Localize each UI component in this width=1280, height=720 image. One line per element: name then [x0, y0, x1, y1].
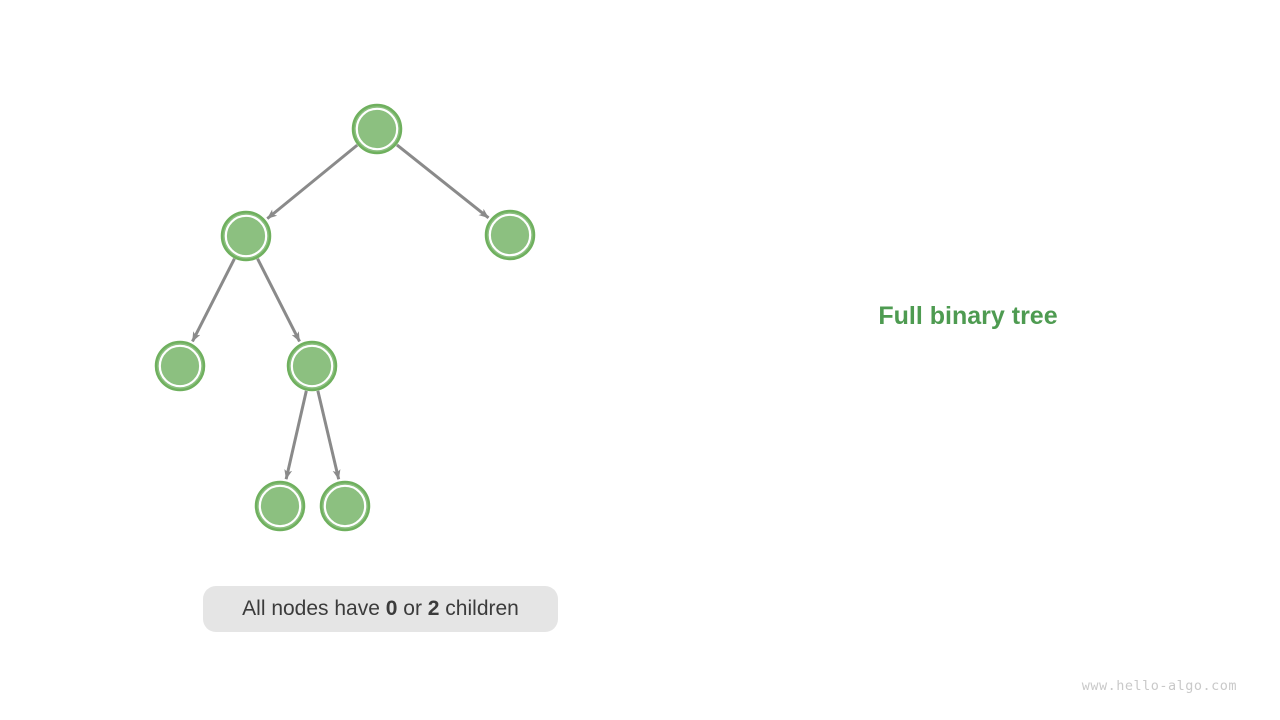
tree-node: [254, 480, 306, 532]
tree-edge: [256, 258, 301, 343]
tree-edge: [396, 143, 490, 220]
diagram-title: Full binary tree: [878, 302, 1058, 330]
tree-node: [220, 210, 272, 262]
tree-node: [154, 340, 206, 392]
tree-node: [286, 340, 338, 392]
caption-text: children: [439, 597, 519, 620]
caption-bold-zero: 0: [385, 597, 398, 620]
caption-box: All nodes have 0 or 2 children: [203, 586, 558, 632]
caption-text: All nodes have: [242, 597, 386, 620]
tree-node: [319, 480, 371, 532]
tree-node: [484, 209, 536, 261]
tree-edge: [191, 258, 236, 343]
caption-bold-two: 2: [427, 597, 440, 620]
tree-edge: [266, 143, 359, 220]
tree-node: [351, 103, 403, 155]
tree-edge: [284, 390, 308, 480]
caption-text: or: [397, 597, 428, 620]
watermark: www.hello-algo.com: [1081, 678, 1237, 694]
tree-edge: [316, 390, 341, 480]
